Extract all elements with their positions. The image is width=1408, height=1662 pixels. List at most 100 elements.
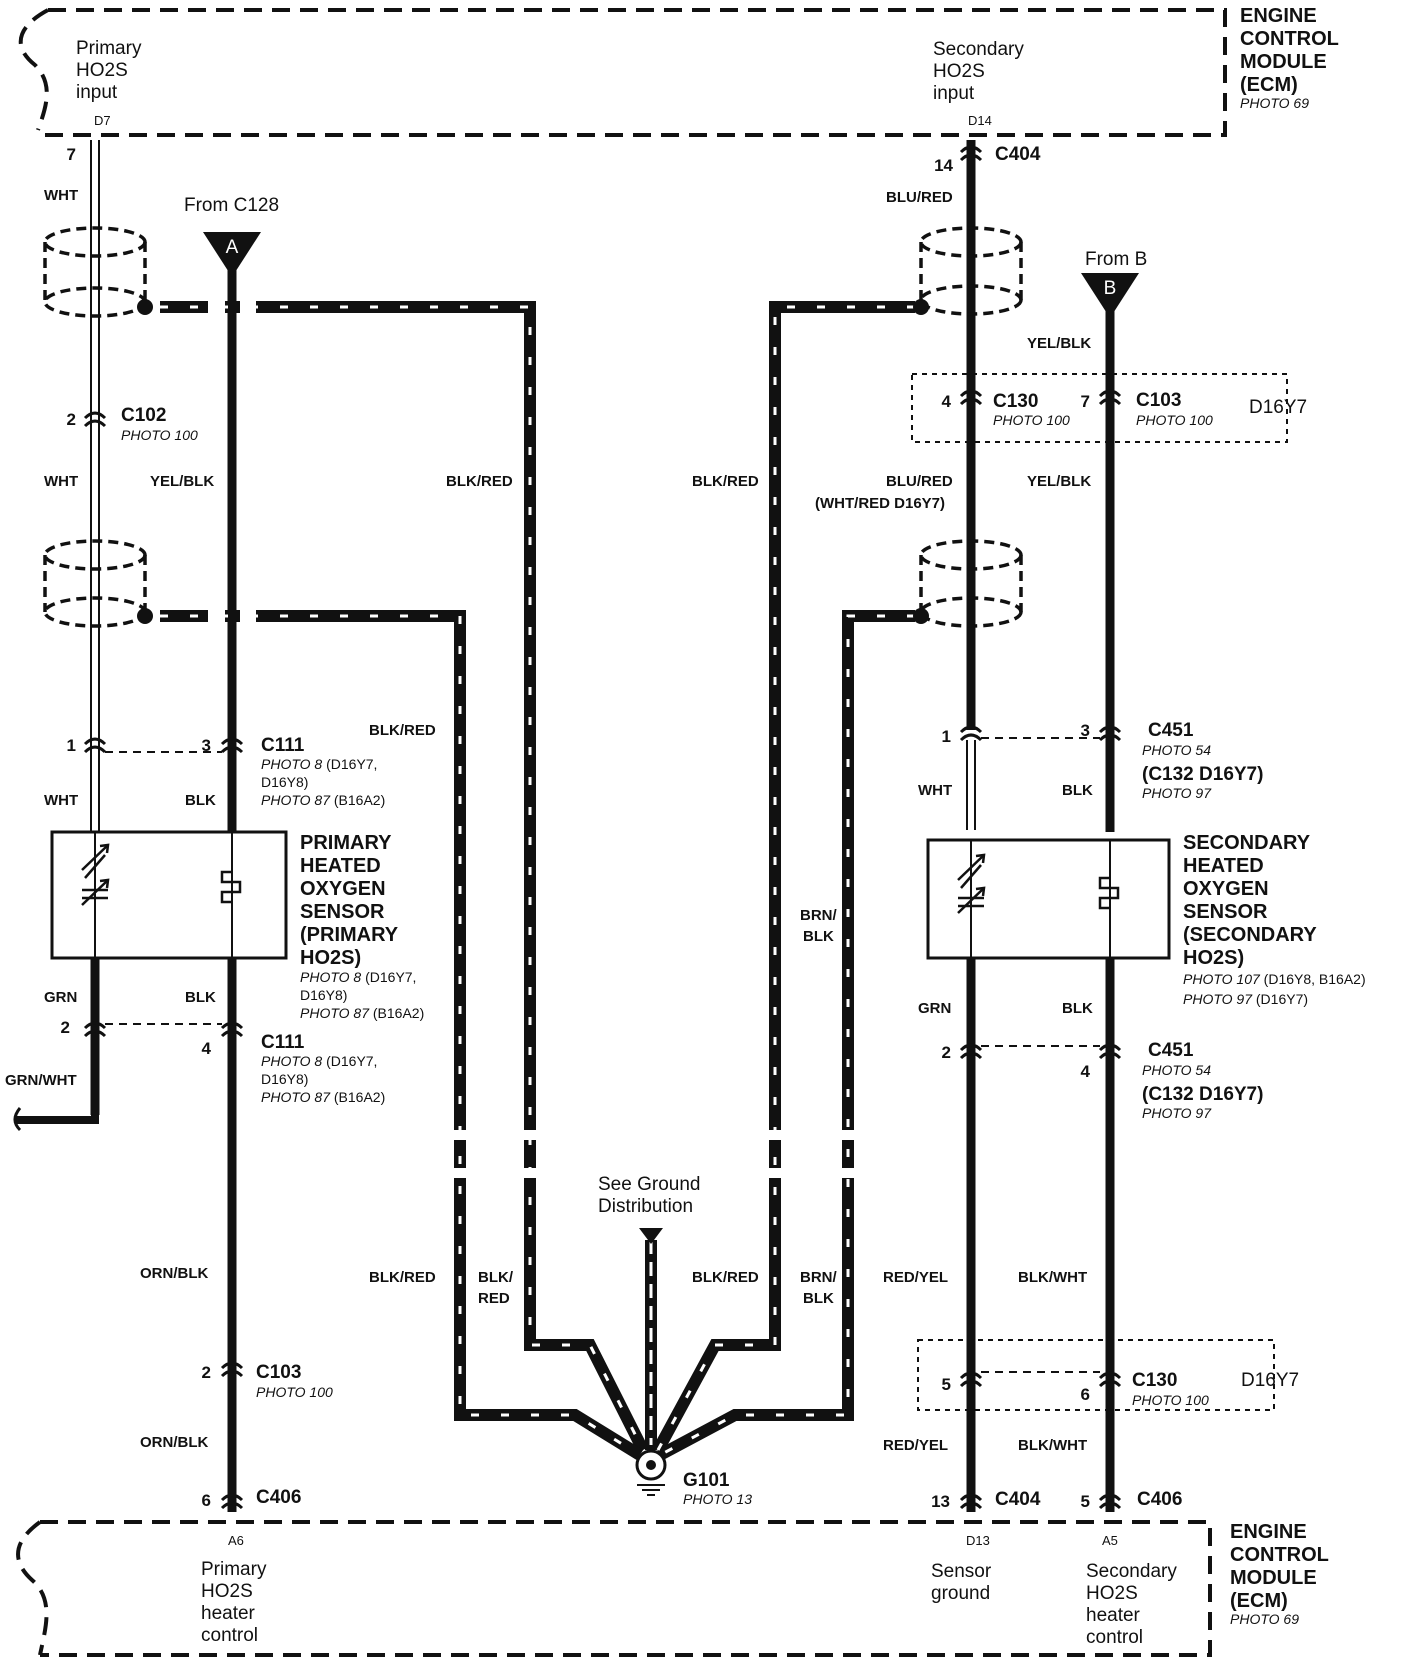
primary-input-line-1: Primary — [76, 38, 142, 59]
wire-label-blk-red-2: BLK/RED — [369, 722, 436, 739]
secondary-heater-cavity: A5 — [1102, 1533, 1118, 1548]
wire-label-blk-wht-1: BLK/WHT — [1018, 1269, 1087, 1286]
c103-right-pin: 7 — [1081, 392, 1090, 411]
wire-label-brn-blk-2a: BRN/ — [800, 1269, 837, 1286]
c130-top-photo: PHOTO 100 — [993, 412, 1070, 428]
c451-bottom-photo: PHOTO 54 — [1142, 1062, 1211, 1078]
wire-label-blk-red-4b: RED — [478, 1290, 510, 1307]
secondary-sensor-name-4: SENSOR — [1183, 901, 1268, 923]
wire-secondary-signal — [966, 140, 976, 1512]
ecm-bottom-photo: PHOTO 69 — [1230, 1611, 1299, 1627]
c451-bottom-alt-photo: PHOTO 97 — [1142, 1105, 1212, 1121]
ecm-top-title-4: (ECM) — [1240, 74, 1298, 96]
c111-bottom-pin-4: 4 — [202, 1039, 212, 1058]
d16y7-boxes — [911, 373, 1288, 1411]
c130-top-name: C130 — [993, 391, 1038, 412]
ecm-bottom-box — [16, 1520, 1212, 1657]
ecm-top-title: ENGINE CONTROL MODULE (ECM) PHOTO 69 — [1240, 5, 1339, 111]
connector-labels: 7 2 C102 PHOTO 100 1 3 C111 PHOTO 8 (D16… — [61, 144, 1308, 1511]
c406-left-name: C406 — [256, 1487, 301, 1508]
primary-heater-cavity: A6 — [228, 1533, 244, 1548]
ecm-pin-7: 7 — [67, 145, 76, 164]
wire-label-brn-blk-1b: BLK — [803, 928, 834, 945]
d16y7-bottom: D16Y7 — [1241, 1370, 1299, 1391]
d16y7-top: D16Y7 — [1249, 397, 1307, 418]
c404-top-pin: 14 — [934, 156, 953, 175]
ecm-top-title-2: CONTROL — [1240, 28, 1339, 50]
primary-sensor-name-6: HO2S) — [300, 947, 361, 969]
c111-bottom-name: C111 — [261, 1032, 305, 1053]
wire-wht-primary — [90, 140, 100, 832]
ecm-top-title-1: ENGINE — [1240, 5, 1317, 27]
ecm-bottom-sensor-ground: D13 Sensor ground — [931, 1533, 992, 1604]
primary-heater-line-2: HO2S — [201, 1581, 253, 1602]
ground-name: G101 — [683, 1470, 730, 1491]
c103-right-photo: PHOTO 100 — [1136, 412, 1213, 428]
wire-label-blk-red-1: BLK/RED — [446, 473, 513, 490]
wire-label-grn-1: GRN — [44, 989, 77, 1006]
ecm-top-box — [18, 8, 1227, 137]
c451-top-name: C451 — [1148, 720, 1194, 741]
c130-top-pin: 4 — [942, 392, 952, 411]
sensor-ground-line-2: ground — [931, 1583, 990, 1604]
ref-a: A From C128 — [184, 195, 279, 277]
c103-right-name: C103 — [1136, 390, 1181, 411]
c103-left-name: C103 — [256, 1362, 301, 1383]
wire-label-brn-blk-2b: BLK — [803, 1290, 834, 1307]
c111-top-pin-3: 3 — [202, 736, 211, 755]
c102-photo: PHOTO 100 — [121, 427, 198, 443]
secondary-sensor-label: SECONDARY HEATED OXYGEN SENSOR (SECONDAR… — [1183, 832, 1366, 1007]
c130-bottom-pin-6: 6 — [1081, 1385, 1090, 1404]
primary-input-line-3: input — [76, 82, 118, 103]
ground-symbol-icon — [637, 1484, 665, 1496]
ecm-bottom-title-4: (ECM) — [1230, 1590, 1288, 1612]
connector-pins — [83, 145, 1122, 1510]
ecm-bottom-title-2: CONTROL — [1230, 1544, 1329, 1566]
c130-bottom-pin-5: 5 — [942, 1375, 951, 1394]
wire-label-blk-wht-2: BLK/WHT — [1018, 1437, 1087, 1454]
secondary-sensor-name-5: (SECONDARY — [1183, 924, 1317, 946]
wire-label-blu-red-1: BLU/RED — [886, 189, 953, 206]
wire-label-yel-blk-3: YEL/BLK — [1027, 473, 1091, 490]
secondary-sensor-name-2: HEATED — [1183, 855, 1264, 877]
primary-sensor-photo-3: PHOTO 87 (B16A2) — [300, 1005, 424, 1021]
shield-primary-bottom — [43, 539, 147, 628]
c111-top-name: C111 — [261, 735, 305, 756]
secondary-sensor-box — [926, 838, 1171, 960]
sensor-ground-cavity: D13 — [966, 1533, 990, 1548]
wire-label-orn-blk-1: ORN/BLK — [140, 1265, 208, 1282]
secondary-heater-line-4: control — [1086, 1627, 1143, 1648]
c451-top-pin-1: 1 — [942, 727, 951, 746]
primary-sensor-box — [50, 830, 288, 960]
c451-top-alt: (C132 D16Y7) — [1142, 764, 1263, 785]
ecm-bottom-title-3: MODULE — [1230, 1567, 1317, 1589]
ecm-bottom-title-1: ENGINE — [1230, 1521, 1307, 1543]
wire-label-blk-3: BLK — [1062, 782, 1093, 799]
ground-note-1: See Ground — [598, 1174, 700, 1195]
wire-label-wht-1: WHT — [44, 187, 78, 204]
shield-secondary-bottom — [919, 539, 1023, 628]
secondary-heater-line-1: Secondary — [1086, 1561, 1177, 1582]
shield-ground-wires — [160, 299, 915, 1461]
wire-label-brn-blk-1a: BRN/ — [800, 907, 837, 924]
primary-sensor-photo-1: PHOTO 8 (D16Y7, — [300, 969, 416, 985]
primary-sensor-name-4: SENSOR — [300, 901, 385, 923]
ecm-top-title-3: MODULE — [1240, 51, 1327, 73]
ecm-top-primary-input: Primary HO2S input D7 — [76, 38, 142, 128]
wire-label-wht-4: WHT — [918, 782, 952, 799]
secondary-sensor-name-3: OXYGEN — [1183, 878, 1269, 900]
secondary-sensor-name-6: HO2S) — [1183, 947, 1244, 969]
c451-bottom-name: C451 — [1148, 1040, 1194, 1061]
wire-label-blk-red-5: BLK/RED — [692, 473, 759, 490]
ground-photo: PHOTO 13 — [683, 1491, 752, 1507]
ecm-bottom-secondary-heater: A5 Secondary HO2S heater control — [1086, 1533, 1177, 1648]
ref-a-label: From C128 — [184, 195, 279, 216]
primary-heater-line-1: Primary — [201, 1559, 267, 1580]
c102-pin: 2 — [67, 410, 76, 429]
primary-input-cavity: D7 — [94, 113, 111, 128]
wire-label-blk-2: BLK — [185, 989, 216, 1006]
c102-name: C102 — [121, 405, 166, 426]
secondary-heater-line-3: heater — [1086, 1605, 1141, 1626]
primary-sensor-name-1: PRIMARY — [300, 832, 392, 854]
secondary-sensor-element-icon — [957, 853, 986, 914]
